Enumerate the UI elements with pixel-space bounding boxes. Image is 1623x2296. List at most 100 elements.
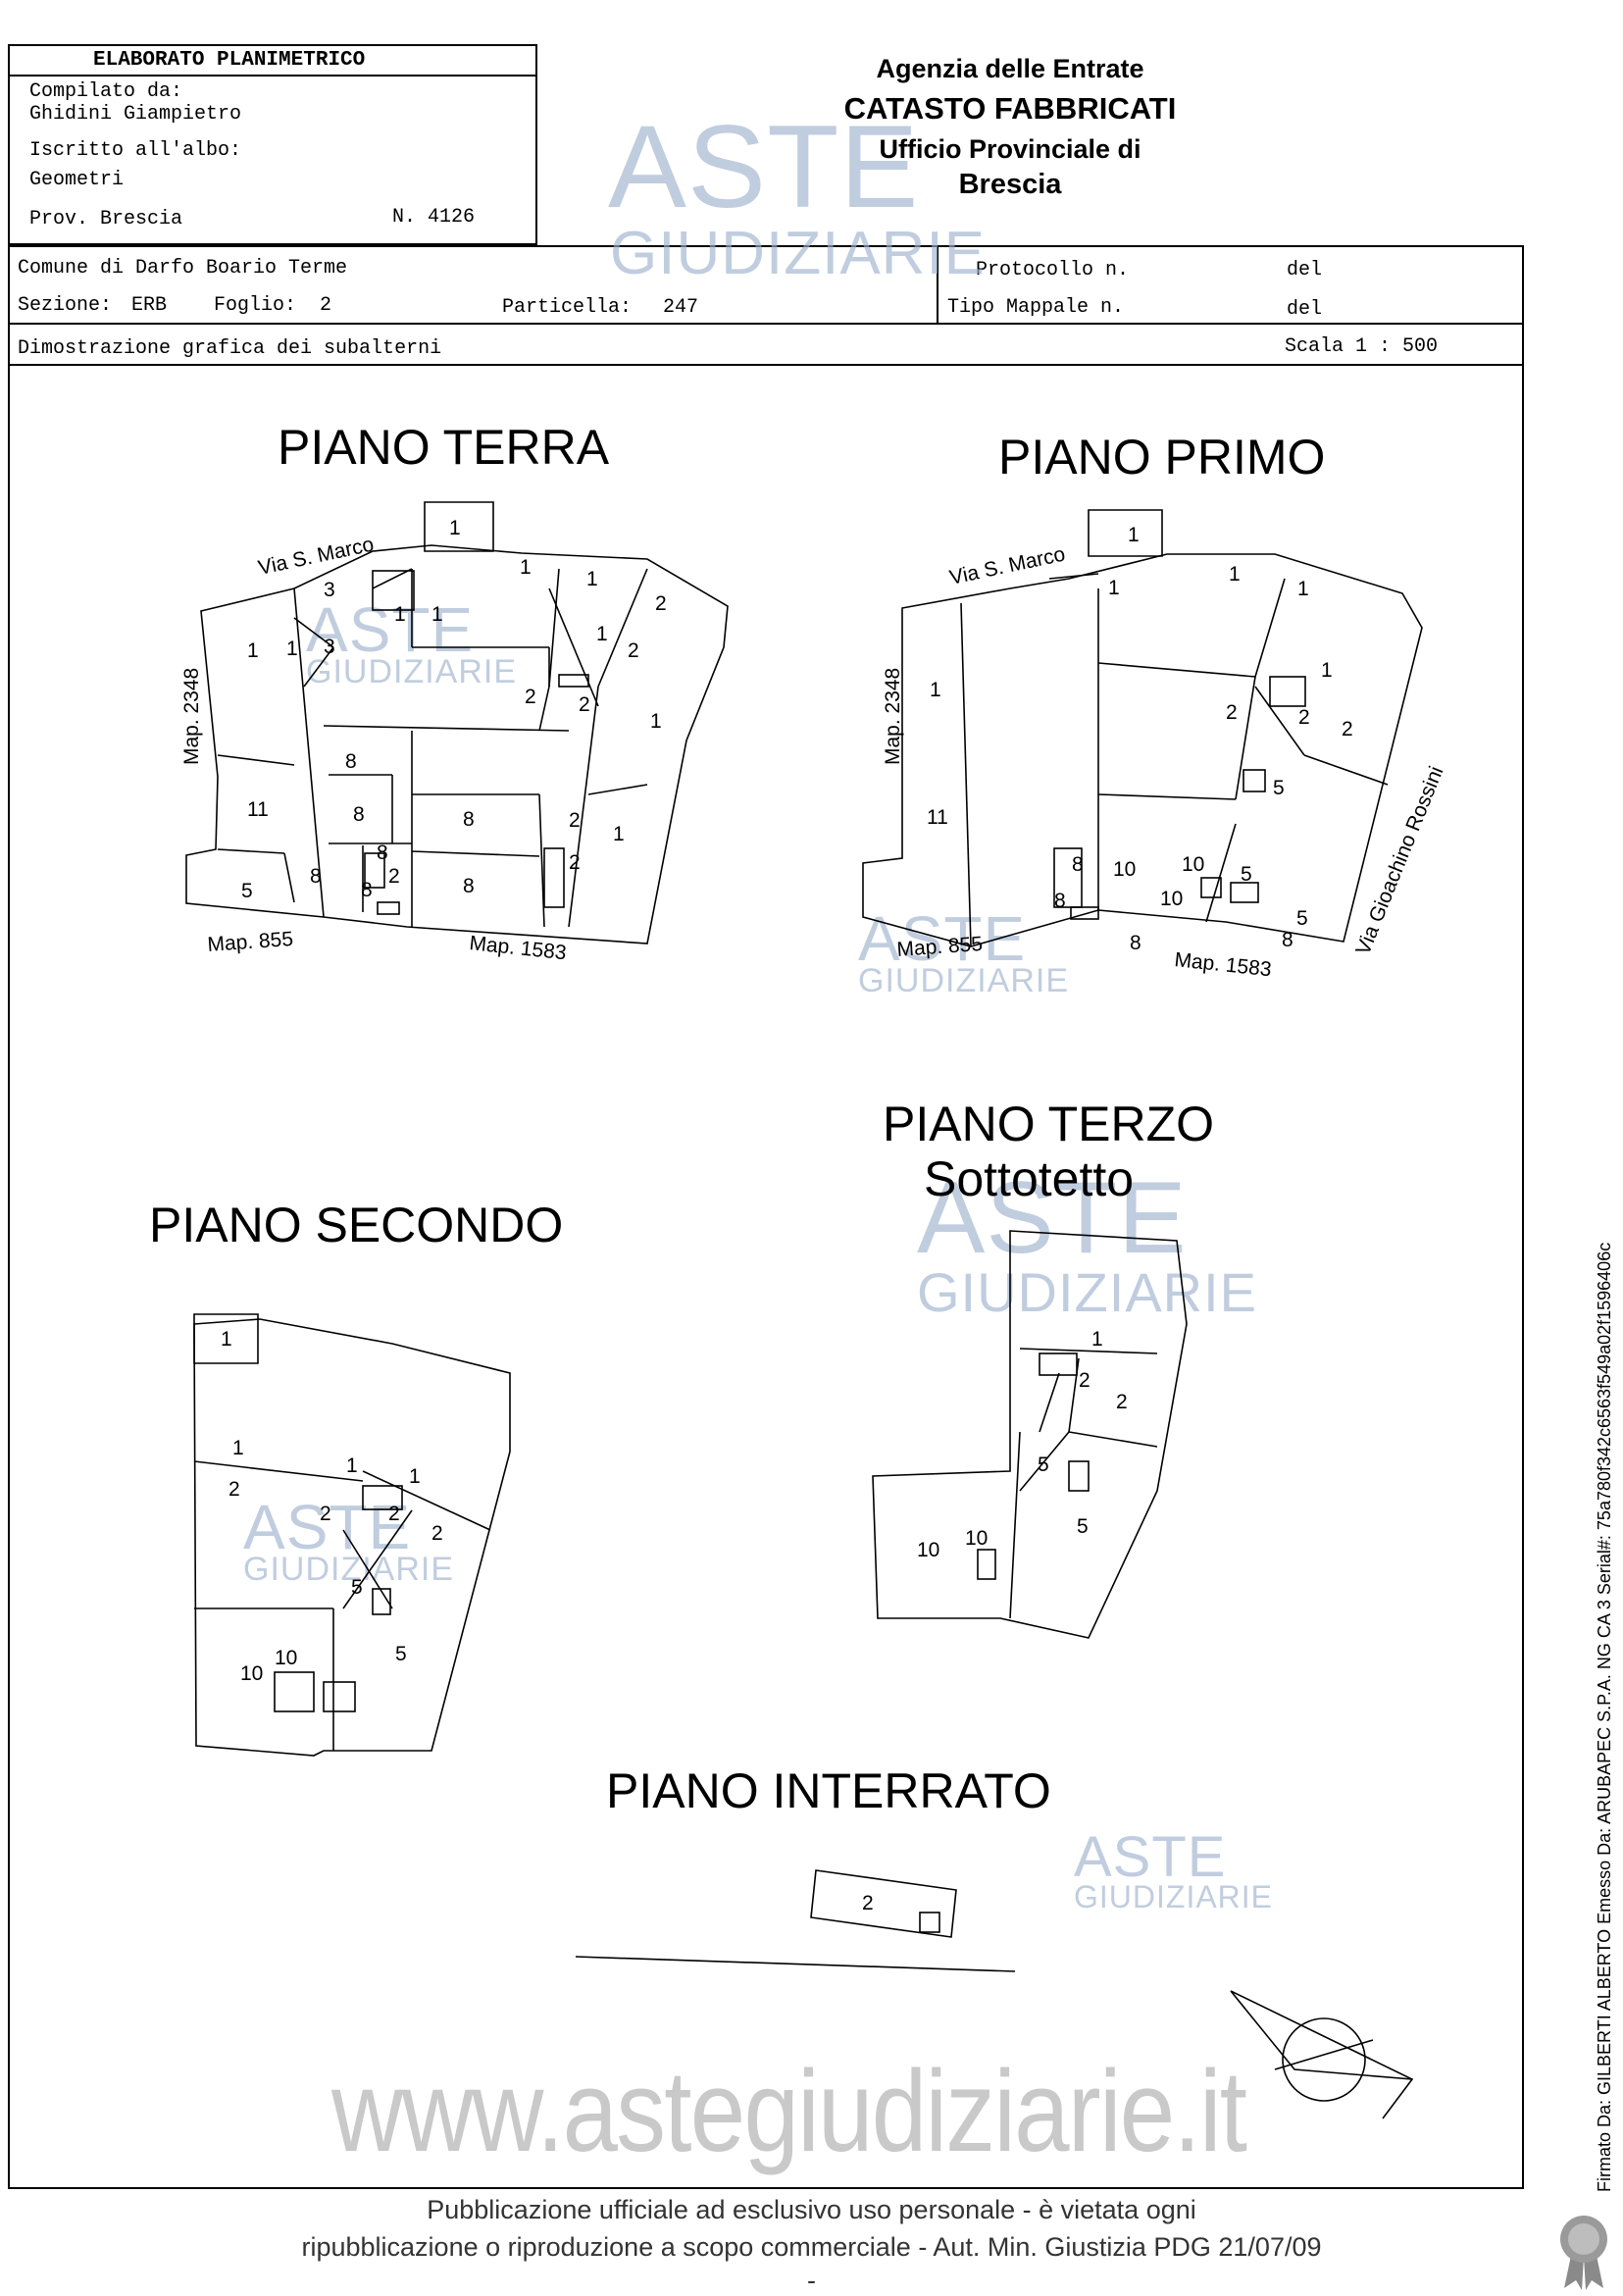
watermark-aste-6: ASTE [1074, 1825, 1227, 1889]
svg-text:8: 8 [377, 842, 388, 864]
watermark-giudiziarie-2: GIUDIZIARIE [306, 653, 518, 690]
protocollo-del: del [1287, 259, 1323, 281]
sezione-value: ERB [131, 294, 168, 317]
map-855-label-primo: Map. 855 [896, 933, 984, 961]
svg-text:8: 8 [1072, 853, 1084, 876]
svg-text:1: 1 [346, 1454, 358, 1477]
foglio-label: Foglio: [214, 294, 297, 317]
compiled-name: Ghidini Giampietro [29, 103, 242, 126]
sezione-label: Sezione: [18, 294, 113, 317]
watermark-giudiziarie-5: GIUDIZIARIE [243, 1551, 455, 1588]
svg-text:2: 2 [1079, 1369, 1090, 1392]
plan-interrato-label: 2 [862, 1892, 874, 1914]
svg-text:2: 2 [388, 1503, 400, 1525]
svg-text:8: 8 [310, 865, 322, 888]
svg-text:11: 11 [247, 798, 269, 821]
location-divider [937, 245, 938, 325]
svg-text:2: 2 [1298, 706, 1310, 729]
svg-text:5: 5 [241, 880, 253, 902]
svg-text:2: 2 [569, 809, 581, 832]
svg-text:1: 1 [394, 603, 406, 626]
plan-piano-primo [862, 509, 1423, 947]
watermark-aste-4: ASTE [917, 1161, 1188, 1275]
svg-text:5: 5 [395, 1643, 407, 1665]
svg-text:8: 8 [463, 808, 475, 831]
svg-text:1: 1 [586, 568, 598, 590]
agency-line3: Ufficio Provinciale di [879, 134, 1141, 164]
drawing-frame [8, 323, 1524, 2189]
svg-text:1: 1 [286, 638, 298, 660]
svg-text:1: 1 [1321, 659, 1333, 682]
map-2348-label-terra: Map. 2348 [180, 668, 203, 765]
signature-vertical: Firmato Da: GILBERTI ALBERTO Emesso Da: … [1595, 1242, 1614, 2192]
svg-text:10: 10 [1113, 858, 1136, 881]
svg-text:10: 10 [965, 1527, 988, 1550]
svg-text:3: 3 [324, 579, 335, 601]
svg-text:5: 5 [1038, 1454, 1049, 1476]
svg-text:1: 1 [1128, 524, 1140, 546]
svg-text:1: 1 [247, 639, 259, 662]
svg-text:3: 3 [324, 636, 335, 658]
map-labels: Via S. Marco Via S. Marco Map. 2348 Map.… [180, 533, 1447, 981]
watermark-site: www.astegiudiziarie.it [331, 2047, 1247, 2176]
svg-text:5: 5 [1273, 777, 1285, 799]
svg-text:11: 11 [927, 806, 948, 829]
svg-text:8: 8 [353, 803, 365, 826]
doc-title: ELABORATO PLANIMETRICO [93, 49, 366, 72]
floor-title-interrato: PIANO INTERRATO [606, 1763, 1051, 1818]
floor-title-terzo-sub: Sottotetto [924, 1151, 1135, 1206]
particella-label: Particella: [502, 296, 633, 319]
svg-text:10: 10 [275, 1647, 297, 1669]
plan-piano-terra-labels: 1 1 1 2 3 1 1 1 1 3 1 2 2 2 1 8 11 8 8 2… [241, 517, 667, 902]
subtitle-divider [8, 364, 1524, 366]
header-left-box [8, 44, 537, 245]
svg-text:2: 2 [525, 686, 536, 708]
albo-value: Geometri [29, 169, 125, 191]
north-arrow-icon [1230, 1990, 1414, 2119]
header-title-divider [8, 75, 537, 77]
svg-text:1: 1 [431, 603, 443, 626]
svg-text:2: 2 [569, 851, 581, 874]
svg-text:2: 2 [655, 592, 667, 615]
svg-text:2: 2 [1116, 1391, 1128, 1413]
via-rossini-label: Via Gioachino Rossini [1351, 763, 1447, 958]
floor-title-terzo: PIANO TERZO [883, 1097, 1215, 1151]
watermark-aste-large: ASTE [608, 101, 920, 232]
floor-title-primo: PIANO PRIMO [998, 430, 1326, 485]
svg-text:2: 2 [628, 639, 639, 662]
svg-text:1: 1 [930, 679, 941, 701]
map-855-label-terra: Map. 855 [207, 928, 294, 956]
svg-text:1: 1 [613, 823, 625, 845]
svg-text:8: 8 [1282, 929, 1293, 951]
svg-text:10: 10 [240, 1662, 263, 1685]
svg-text:2: 2 [388, 865, 400, 888]
svg-text:1: 1 [596, 623, 608, 645]
svg-text:1: 1 [1297, 578, 1309, 600]
comune: Comune di Darfo Boario Terme [18, 257, 348, 280]
svg-text:10: 10 [1182, 853, 1204, 876]
via-marco-label-terra: Via S. Marco [256, 533, 376, 579]
plan-piano-terzo [872, 1230, 1188, 1639]
plan-piano-terzo-labels: 1 2 2 5 5 10 10 [917, 1328, 1128, 1561]
watermark-giudiziarie-6: GIUDIZIARIE [1074, 1879, 1274, 1914]
watermark-aste-2: ASTE [306, 594, 475, 665]
svg-text:8: 8 [1130, 932, 1141, 954]
map-2348-label-primo: Map. 2348 [882, 668, 904, 765]
agency-line4: Brescia [958, 169, 1062, 200]
floor-title-terra: PIANO TERRA [278, 420, 610, 475]
svg-text:8: 8 [345, 750, 357, 773]
floor-title-secondo: PIANO SECONDO [149, 1198, 564, 1252]
svg-text:1: 1 [449, 517, 461, 539]
svg-text:1: 1 [1229, 563, 1241, 586]
footer-line2: ripubblicazione o riproduzione a scopo c… [301, 2232, 1322, 2262]
footer-line1: Pubblicazione ufficiale ad esclusivo uso… [427, 2195, 1196, 2224]
svg-text:10: 10 [1160, 888, 1183, 910]
agency-line1: Agenzia delle Entrate [876, 54, 1144, 83]
seal-icon [1560, 2216, 1607, 2290]
map-1583-label-primo: Map. 1583 [1173, 948, 1272, 981]
protocollo-label: Protocollo n. [976, 259, 1130, 281]
compiled-label: Compilato da: [29, 80, 183, 103]
watermark-giudiziarie-3: GIUDIZIARIE [858, 962, 1070, 999]
svg-text:2: 2 [431, 1522, 443, 1545]
